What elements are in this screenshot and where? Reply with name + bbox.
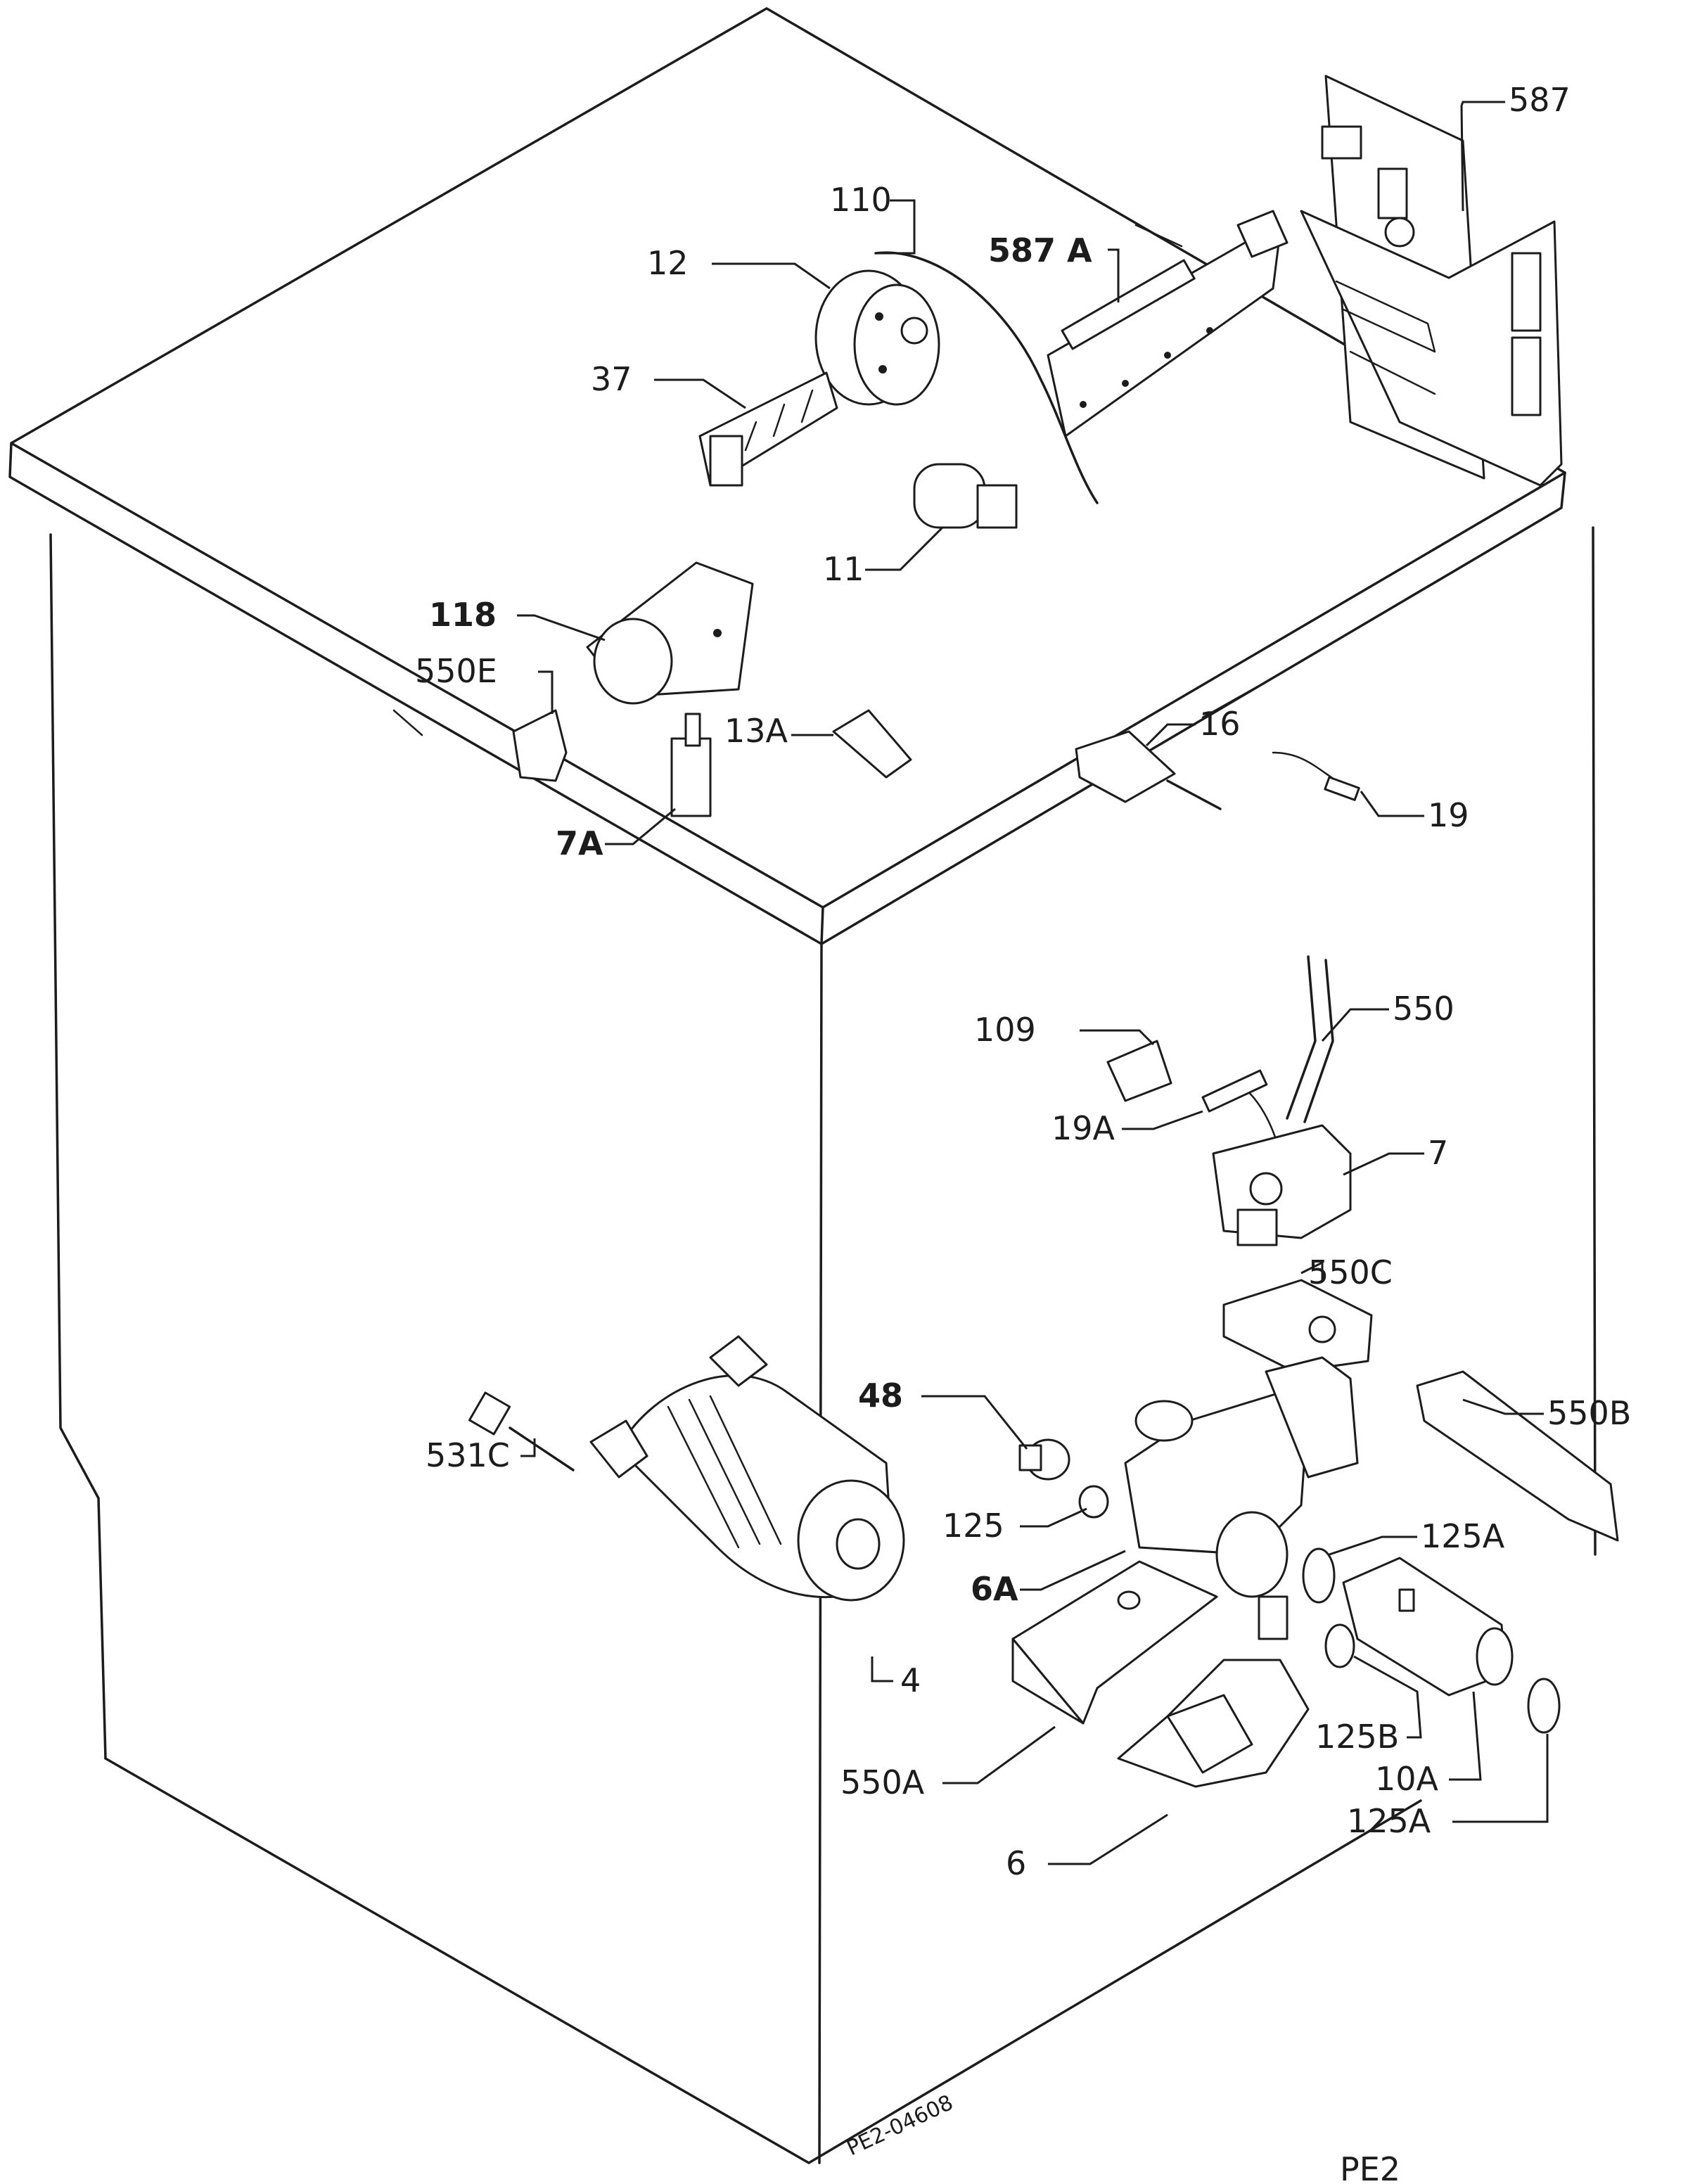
label-37: 37 bbox=[591, 360, 632, 398]
label-7: 7 bbox=[1428, 1134, 1448, 1172]
part-37-terminal-block bbox=[698, 371, 838, 487]
part-7a-microswitch bbox=[670, 713, 712, 817]
label-12: 12 bbox=[647, 244, 689, 282]
part-12-selector-switch bbox=[814, 269, 940, 406]
label-11: 11 bbox=[823, 550, 864, 588]
part-16-switch bbox=[1075, 730, 1222, 810]
page-code: PE2 bbox=[1340, 2150, 1400, 2184]
leader-lines bbox=[517, 101, 1549, 1865]
label-13a: 13A bbox=[724, 712, 788, 750]
label-7a: 7A bbox=[556, 824, 603, 862]
label-109: 109 bbox=[974, 1011, 1036, 1049]
label-550: 550 bbox=[1393, 990, 1454, 1028]
label-587a: 587 A bbox=[988, 231, 1092, 269]
part-125a-upper-gasket bbox=[1302, 1547, 1336, 1604]
label-10a: 10A bbox=[1375, 1760, 1439, 1798]
part-125b-gasket bbox=[1324, 1623, 1355, 1668]
part-110-capillary bbox=[874, 251, 1099, 504]
label-6: 6 bbox=[1006, 1844, 1026, 1882]
label-110: 110 bbox=[830, 181, 892, 219]
label-550c: 550C bbox=[1308, 1253, 1393, 1291]
part-125a-lower-gasket bbox=[1527, 1678, 1561, 1734]
part-19a-sensor bbox=[1201, 1069, 1268, 1113]
part-118-timer bbox=[586, 561, 754, 705]
label-531c: 531C bbox=[426, 1436, 510, 1474]
part-550-bracket bbox=[1236, 955, 1334, 1155]
part-550b-rail bbox=[1416, 1370, 1619, 1542]
part-587-control-frame bbox=[1300, 75, 1563, 487]
label-48: 48 bbox=[858, 1377, 903, 1415]
part-550c-cover bbox=[1222, 1279, 1373, 1373]
part-125-gasket bbox=[1078, 1485, 1109, 1519]
part-11-capacitor bbox=[913, 463, 1018, 529]
part-550a-cover bbox=[1011, 1560, 1218, 1725]
label-587: 587 bbox=[1509, 81, 1571, 119]
label-550e: 550E bbox=[415, 652, 497, 690]
label-125a-bottom: 125A bbox=[1347, 1802, 1431, 1840]
label-125a-top: 125A bbox=[1421, 1517, 1505, 1555]
label-6a: 6A bbox=[971, 1570, 1018, 1608]
label-16: 16 bbox=[1199, 705, 1241, 743]
label-550b: 550B bbox=[1547, 1394, 1631, 1432]
part-4-pump-motor bbox=[589, 1335, 905, 1602]
part-10a-filter bbox=[1342, 1557, 1514, 1697]
label-550a: 550A bbox=[840, 1763, 925, 1801]
part-6-drain-pump bbox=[1117, 1595, 1310, 1788]
part-550e-bracket bbox=[512, 709, 568, 782]
part-531c-screw bbox=[468, 1391, 575, 1471]
label-118: 118 bbox=[429, 596, 497, 634]
label-19a: 19A bbox=[1051, 1109, 1115, 1147]
part-48-plug bbox=[1018, 1438, 1070, 1481]
part-7-door-lock bbox=[1212, 1124, 1352, 1246]
callout-labels: 587 587 A 110 12 37 11 118 550E 13A 16 1… bbox=[415, 81, 1631, 1882]
label-4: 4 bbox=[900, 1661, 921, 1699]
part-587a-circuit-board bbox=[1047, 210, 1289, 438]
drawing-code: PE2-04608 bbox=[843, 2090, 957, 2161]
part-109-cap bbox=[1106, 1040, 1172, 1102]
part-13a-connector bbox=[832, 709, 912, 779]
label-125: 125 bbox=[942, 1507, 1004, 1545]
part-19-sensor bbox=[1272, 751, 1360, 801]
label-19: 19 bbox=[1428, 796, 1469, 834]
part-6a-pump-body bbox=[1124, 1356, 1359, 1598]
label-125b: 125B bbox=[1315, 1718, 1399, 1756]
